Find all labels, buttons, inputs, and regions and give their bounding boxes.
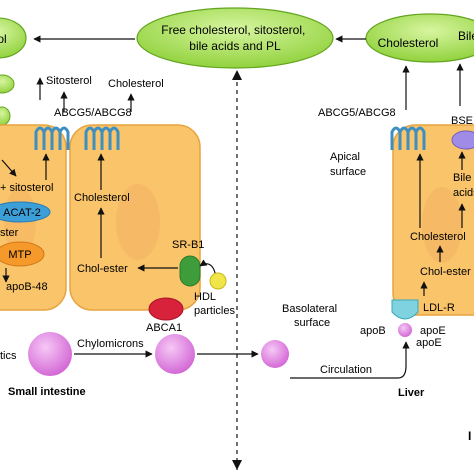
liver-oval-bile: Bile (458, 29, 474, 43)
apob48-label: apoB-48 (6, 281, 48, 293)
edge-green-blob-2 (0, 106, 11, 126)
free-cholesterol-oval-label: Free cholesterol, sitosterol, bile acids… (161, 23, 308, 53)
hdl-line1: HDL (194, 291, 216, 303)
ldlr-label: LDL-R (423, 302, 455, 314)
free-cholesterol-line1: Free cholesterol, sitosterol, (161, 23, 305, 37)
hdl-label: HDL particles (194, 291, 235, 317)
abca1-transporter (148, 297, 184, 321)
circulation-label: Circulation (320, 364, 372, 376)
basolateral-surface-label: Basolateral surface (282, 303, 340, 329)
abca1-label: ABCA1 (146, 322, 182, 334)
abcg5-abcg8-label-liver: ABCG5/ABCG8 (318, 107, 396, 119)
abcg5-abcg8-transporter-intestine (34, 126, 120, 150)
apical-surface-label: Apical surface (330, 151, 366, 178)
srb1-label: SR-B1 (172, 239, 204, 251)
mtp-protein (0, 241, 45, 267)
bile-acids-line2: acids (453, 187, 474, 199)
chylomicron-right (155, 334, 195, 374)
edge-green-blob (0, 74, 15, 94)
mtp-label: MTP (8, 249, 31, 261)
basolateral-line1: Basolateral (282, 303, 337, 315)
chol-ester-label-intestine: Chol-ester (77, 263, 128, 275)
intestine-nucleus (116, 184, 160, 260)
lipoprotein-particle-liver (398, 323, 412, 337)
arrow-circulation-to-liver (392, 341, 410, 379)
small-intestine-label: Small intestine (8, 386, 86, 398)
bsep-label: BSE (451, 115, 473, 127)
bsep-transporter (451, 130, 474, 150)
abcg5-abcg8-label-intestine: ABCG5/ABCG8 (54, 107, 132, 119)
liver-cholesterol-label: Cholesterol (410, 231, 466, 243)
chylomicron-remnant (261, 340, 289, 368)
bile-acids-label: Bile acids (453, 172, 474, 199)
liver-oval-cholesterol: Cholesterol (378, 36, 439, 50)
liver-chol-ester-label: Chol-ester (420, 266, 471, 278)
left-edge-oval (0, 17, 27, 59)
ldlr-receptor (391, 299, 419, 320)
apob-label: apoB (360, 325, 386, 337)
cholesterol-top-label: Cholesterol (108, 78, 164, 90)
left-edge-oval-label: ol (0, 32, 7, 46)
apoe-label-2: apoE (416, 337, 442, 349)
ester-label: ster (0, 227, 19, 239)
edge-letter: I (468, 429, 471, 443)
apical-line1: Apical (330, 151, 360, 163)
hdl-particle (209, 272, 227, 290)
acat2-label: ACAT-2 (3, 207, 41, 219)
liver-bile-oval (365, 13, 474, 63)
srb1-receptor (179, 255, 201, 287)
free-cholesterol-line2: bile acids and PL (189, 39, 281, 53)
liver-nucleus (422, 187, 462, 263)
liver-label: Liver (398, 387, 425, 399)
sitosterol-label: Sitosterol (46, 75, 92, 87)
hdl-line2: particles (194, 305, 235, 317)
chylomicron-left (28, 332, 72, 376)
divider-arrow-down (232, 460, 242, 470)
plus-sitosterol-label: + sitosterol (0, 182, 54, 194)
divider-arrow-up (232, 70, 242, 80)
basolateral-line2: surface (294, 317, 330, 329)
acat2-enzyme (0, 201, 51, 223)
apical-line2: surface (330, 166, 366, 178)
abcg5-abcg8-transporter-liver (390, 126, 426, 150)
cholesterol-mid-label: Cholesterol (74, 192, 130, 204)
chylomicrons-label: Chylomicrons (77, 338, 144, 350)
arrow-diagonal-left (1, 159, 17, 177)
tics-label: tics (0, 350, 17, 362)
free-cholesterol-oval (136, 7, 334, 69)
apoe-label-1: apoE (420, 325, 446, 337)
bile-acids-line1: Bile (453, 172, 471, 184)
